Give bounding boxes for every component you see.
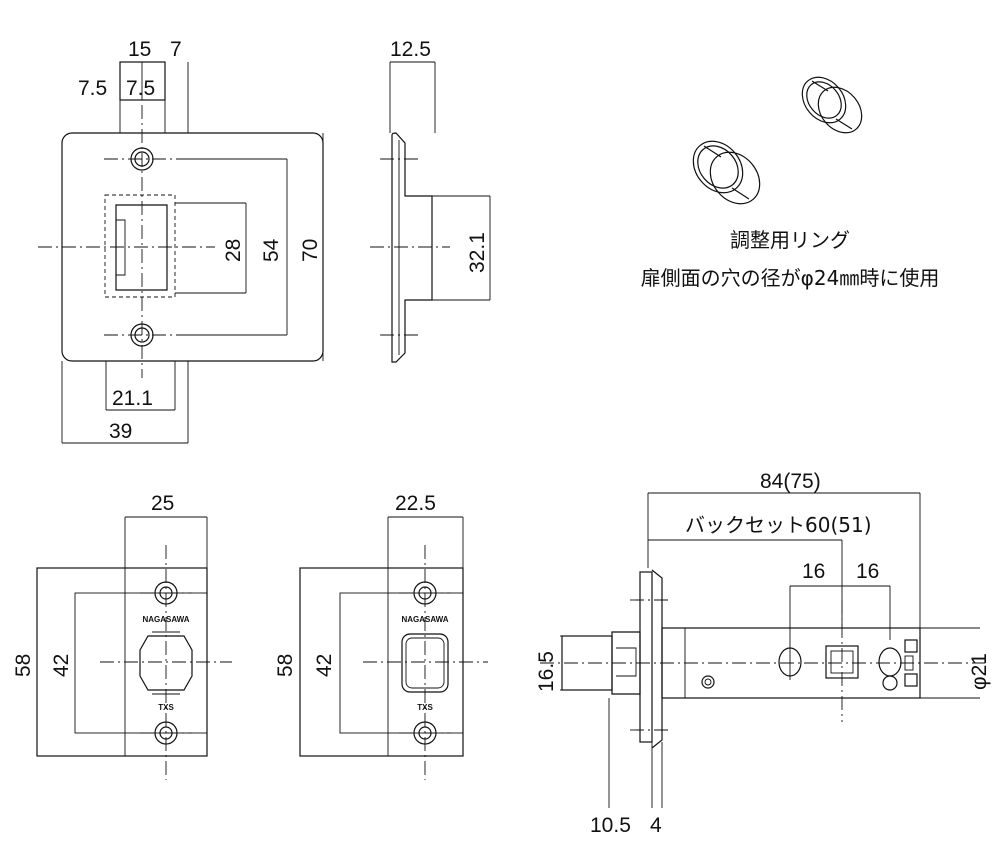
dim-16-left: 16 [802, 560, 825, 583]
dim-phi21: φ21 [968, 653, 991, 690]
dim-backset: バックセット60(51) [685, 513, 872, 537]
dim-58-1: 58 [12, 654, 35, 677]
dim-7-5-right: 7.5 [126, 77, 155, 100]
dim-10-5: 10.5 [590, 814, 631, 837]
dim-16-5: 16.5 [535, 651, 558, 692]
brand-mark-1: NAGASAWA [142, 615, 189, 624]
dim-42-1: 42 [50, 654, 73, 677]
model-mark-2: TXS [417, 703, 433, 712]
dim-12-5: 12.5 [390, 38, 431, 61]
ring-note: 扉側面の穴の径がφ24㎜時に使用 [641, 266, 940, 290]
dim-32-1: 32.1 [466, 232, 489, 273]
strike-opening-2 [401, 633, 449, 693]
dim-21-1: 21.1 [112, 387, 153, 410]
faceplate-dim-box-top [119, 61, 166, 101]
dim-7: 7 [170, 38, 182, 61]
ring-large [692, 140, 761, 205]
faceplate-side-view: 12.5 32.1 [370, 38, 491, 363]
latch-bolt [115, 204, 168, 291]
ring-title: 調整用リング [730, 228, 850, 252]
model-mark-1: TXS [158, 703, 174, 712]
adjustment-rings: 調整用リング 扉側面の穴の径がφ24㎜時に使用 [641, 76, 940, 290]
strike-plate-narrow: NAGASAWA TXS 22.5 58 42 [274, 492, 488, 780]
side-profile [391, 132, 433, 363]
latch-window-outline [104, 194, 176, 298]
brand-mark-2: NAGASAWA [401, 615, 448, 624]
strike-opening-1 [139, 635, 193, 691]
spindle-hub [825, 645, 859, 679]
dim-39: 39 [109, 420, 132, 443]
dim-70: 70 [299, 239, 322, 262]
dim-25: 25 [151, 492, 174, 515]
strike-plate-standard: NAGASAWA TXS 25 58 42 [12, 492, 232, 780]
dim-16-right: 16 [856, 560, 879, 583]
faceplate-front-view: 15 7 7.5 7.5 28 54 70 21.1 39 [38, 38, 324, 444]
dim-84-75: 84(75) [760, 470, 821, 493]
latch-assembly-view: 84(75) バックセット60(51) 16 16 16.5 φ21 10.5 … [535, 470, 991, 837]
dim-42-2: 42 [313, 654, 336, 677]
dim-4: 4 [650, 814, 662, 837]
ring-small [801, 76, 863, 134]
dim-28: 28 [222, 239, 245, 262]
dim-7-5-left: 7.5 [78, 77, 107, 100]
dim-58-2: 58 [274, 654, 297, 677]
dim-54: 54 [260, 238, 283, 262]
dim-15: 15 [128, 38, 151, 61]
dim-22-5: 22.5 [395, 492, 436, 515]
latch-faceplate [639, 571, 653, 743]
